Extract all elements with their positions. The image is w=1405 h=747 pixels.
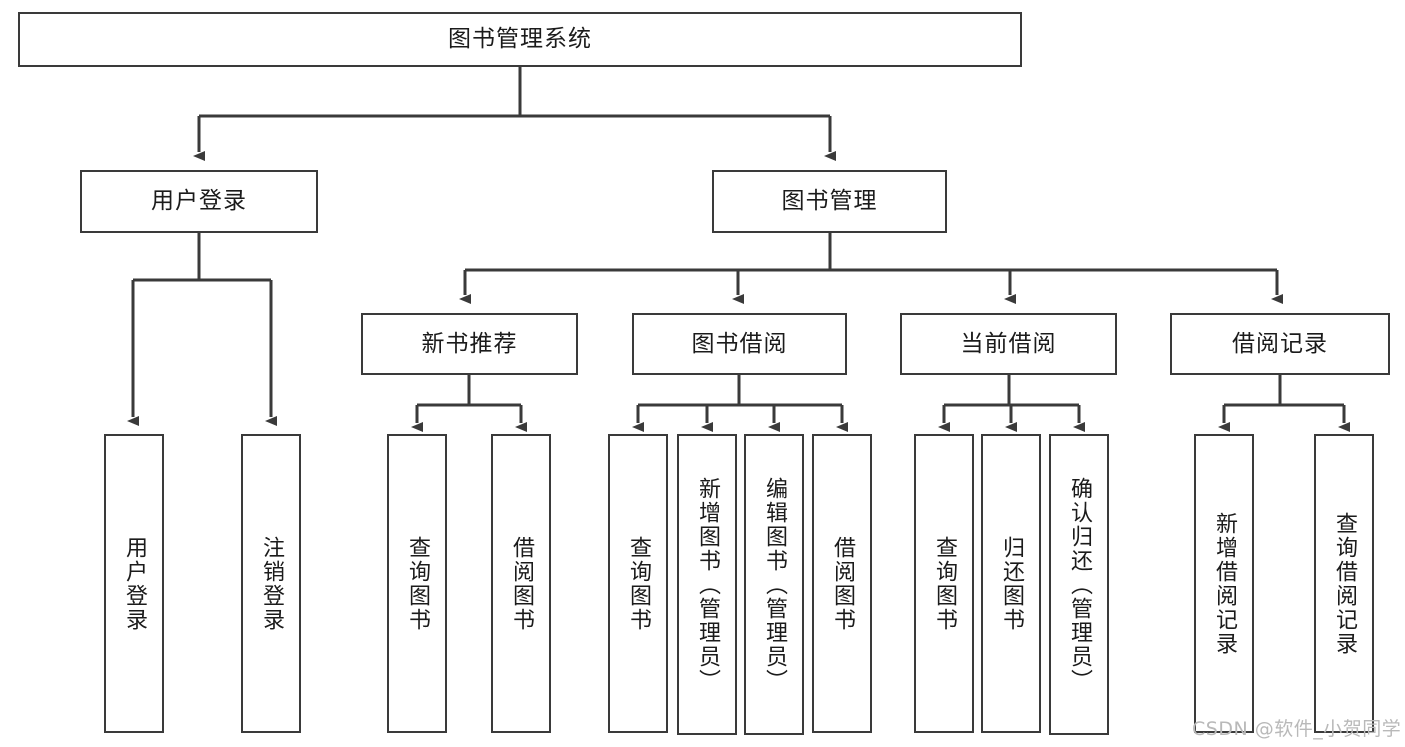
node-label: 用户登录	[151, 188, 247, 215]
node-user-login[interactable]: 用户登录	[80, 170, 318, 233]
node-label: 查询图书	[931, 535, 957, 632]
leaf-current-confirm-return-admin[interactable]: 确认归还（管理员）	[1049, 434, 1109, 735]
leaf-borrow-edit-book-admin[interactable]: 编辑图书（管理员）	[744, 434, 804, 735]
leaf-user-logout[interactable]: 注销登录	[241, 434, 301, 733]
node-current-borrow[interactable]: 当前借阅	[900, 313, 1117, 375]
node-label: 新增借阅记录	[1211, 511, 1237, 656]
node-new-book-recommend[interactable]: 新书推荐	[361, 313, 578, 375]
leaf-current-return-book[interactable]: 归还图书	[981, 434, 1041, 733]
leaf-borrow-borrow-book[interactable]: 借阅图书	[812, 434, 872, 733]
node-label: 图书借阅	[691, 330, 788, 357]
node-label: 借阅图书	[508, 535, 534, 632]
node-label: 新增图书（管理员）	[694, 476, 720, 693]
node-label: 编辑图书（管理员）	[761, 476, 787, 693]
node-label: 归还图书	[998, 535, 1024, 632]
node-label: 查询图书	[404, 535, 430, 632]
node-label: 新书推荐	[421, 330, 518, 357]
node-label: 查询借阅记录	[1331, 511, 1357, 656]
node-book-borrow[interactable]: 图书借阅	[632, 313, 847, 375]
node-label: 借阅图书	[829, 535, 855, 632]
leaf-borrow-add-book-admin[interactable]: 新增图书（管理员）	[677, 434, 737, 735]
leaf-user-login[interactable]: 用户登录	[104, 434, 164, 733]
node-label: 图书管理	[781, 188, 878, 215]
node-label: 用户登录	[121, 535, 147, 632]
node-label: 查询图书	[625, 535, 651, 632]
node-label: 图书管理系统	[448, 26, 592, 53]
node-borrow-records[interactable]: 借阅记录	[1170, 313, 1390, 375]
leaf-borrow-query-book[interactable]: 查询图书	[608, 434, 668, 733]
leaf-records-add[interactable]: 新增借阅记录	[1194, 434, 1254, 733]
leaf-current-query-book[interactable]: 查询图书	[914, 434, 974, 733]
node-label: 确认归还（管理员）	[1066, 476, 1092, 693]
leaf-new-book-borrow[interactable]: 借阅图书	[491, 434, 551, 733]
leaf-new-book-query[interactable]: 查询图书	[387, 434, 447, 733]
node-label: 注销登录	[258, 535, 284, 632]
node-root-system[interactable]: 图书管理系统	[18, 12, 1022, 67]
node-label: 借阅记录	[1232, 330, 1328, 357]
csdn-watermark: CSDN @软件_小贺同学	[1192, 718, 1402, 740]
node-label: 当前借阅	[960, 330, 1057, 357]
node-book-management[interactable]: 图书管理	[712, 170, 947, 233]
leaf-records-query[interactable]: 查询借阅记录	[1314, 434, 1374, 733]
